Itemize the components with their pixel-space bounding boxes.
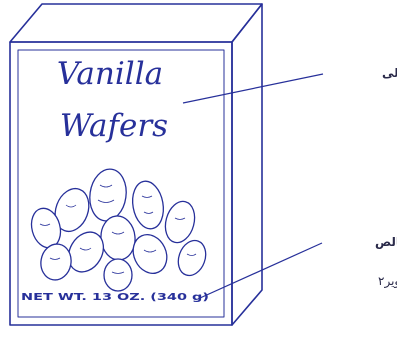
wafer-cookie bbox=[177, 239, 207, 277]
cereal-box bbox=[9, 3, 263, 326]
box-top-face bbox=[9, 3, 263, 43]
box-front-inner-border bbox=[17, 49, 225, 318]
label-net-weight: وزن خالص bbox=[375, 235, 397, 250]
label-product-name: ویفر وانیلی bbox=[382, 66, 397, 81]
wafer-cookie bbox=[54, 187, 90, 233]
wafer-cookie bbox=[132, 180, 164, 230]
box-side-face bbox=[231, 3, 263, 326]
box-title-line1: Vanilla bbox=[57, 56, 163, 92]
wafer-cookie bbox=[89, 168, 127, 222]
wafer-texture bbox=[39, 184, 197, 274]
wafer-cookie bbox=[67, 231, 105, 273]
leader-line-product-name bbox=[182, 73, 324, 104]
figure-caption: تصویر۲ bbox=[378, 274, 397, 289]
wafer-cookie bbox=[100, 215, 136, 261]
box-title-line2: Wafers bbox=[60, 108, 168, 144]
wafer-cookie bbox=[40, 243, 72, 281]
wafer-cookie bbox=[164, 200, 196, 244]
wafer-cookie bbox=[103, 258, 133, 292]
wafer-cookie bbox=[132, 234, 168, 274]
wafers-illustration bbox=[30, 168, 207, 292]
box-net-weight: NET WT. 13 OZ. (340 g) bbox=[21, 292, 209, 303]
leader-line-net-weight bbox=[199, 242, 323, 299]
